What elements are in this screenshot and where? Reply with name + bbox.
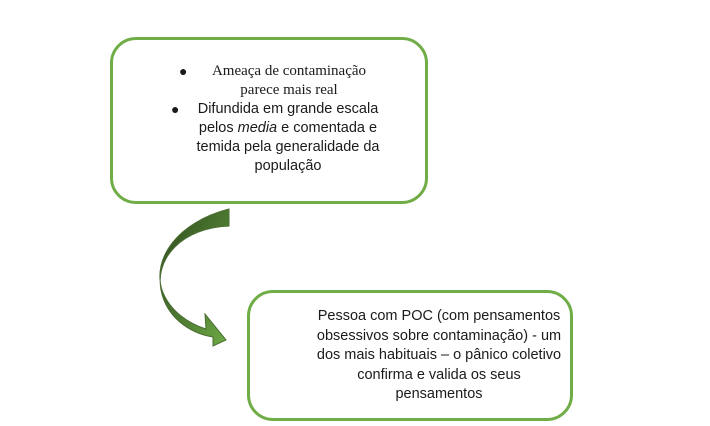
bullet-item-contamination: ● Ameaça de contaminação parece mais rea… [113,62,425,100]
curved-arrow-shape [159,208,230,347]
bottom-box-text: Pessoa com POC (com pensamentos obsessiv… [316,308,562,402]
media-emphasis: media [237,120,278,136]
bullet-dot-icon: ● [179,63,188,79]
top-box: ● Ameaça de contaminação parece mais rea… [110,37,428,204]
top-box-bullet-list: ● Ameaça de contaminação parece mais rea… [113,62,425,176]
bullet-text-contamination: Ameaça de contaminação parece mais real [211,63,367,98]
bullet-text-media: Difundida em grande escala pelos media e… [196,101,380,174]
bullet-item-media: ● Difundida em grande escala pelos media… [113,100,425,176]
bottom-box: Pessoa com POC (com pensamentos obsessiv… [247,290,573,421]
bullet-dot-icon: ● [171,101,180,117]
